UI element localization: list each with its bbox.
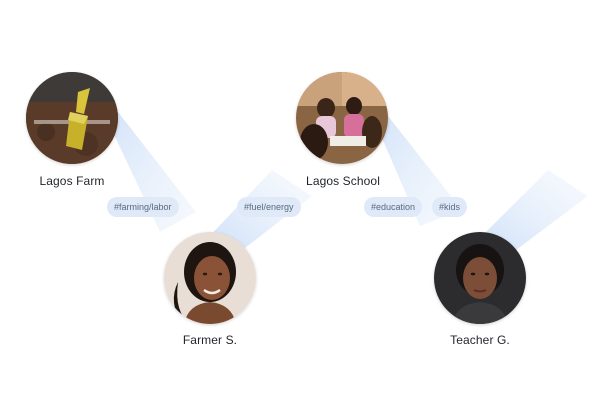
farm-photo-icon: [26, 72, 118, 164]
farm-label: Lagos Farm: [39, 174, 105, 188]
tag-farming-labor[interactable]: #farming/labor: [107, 197, 179, 217]
tag-kids[interactable]: #kids: [432, 197, 468, 217]
band-farm: [92, 88, 196, 232]
person-portrait-icon: [434, 232, 526, 324]
teacher-portrait[interactable]: [434, 232, 526, 324]
teacher-label: Teacher G.: [450, 333, 510, 347]
farm-photo[interactable]: [26, 72, 118, 164]
classroom-photo-icon: [296, 72, 388, 164]
tag-education[interactable]: #education: [364, 197, 423, 217]
tag-fuel-energy[interactable]: #fuel/energy: [237, 197, 301, 217]
school-photo[interactable]: [296, 72, 388, 164]
person-portrait-icon: [164, 232, 256, 324]
farmer-portrait[interactable]: [164, 232, 256, 324]
farmer-label: Farmer S.: [182, 333, 238, 347]
school-label: Lagos School: [306, 174, 380, 188]
